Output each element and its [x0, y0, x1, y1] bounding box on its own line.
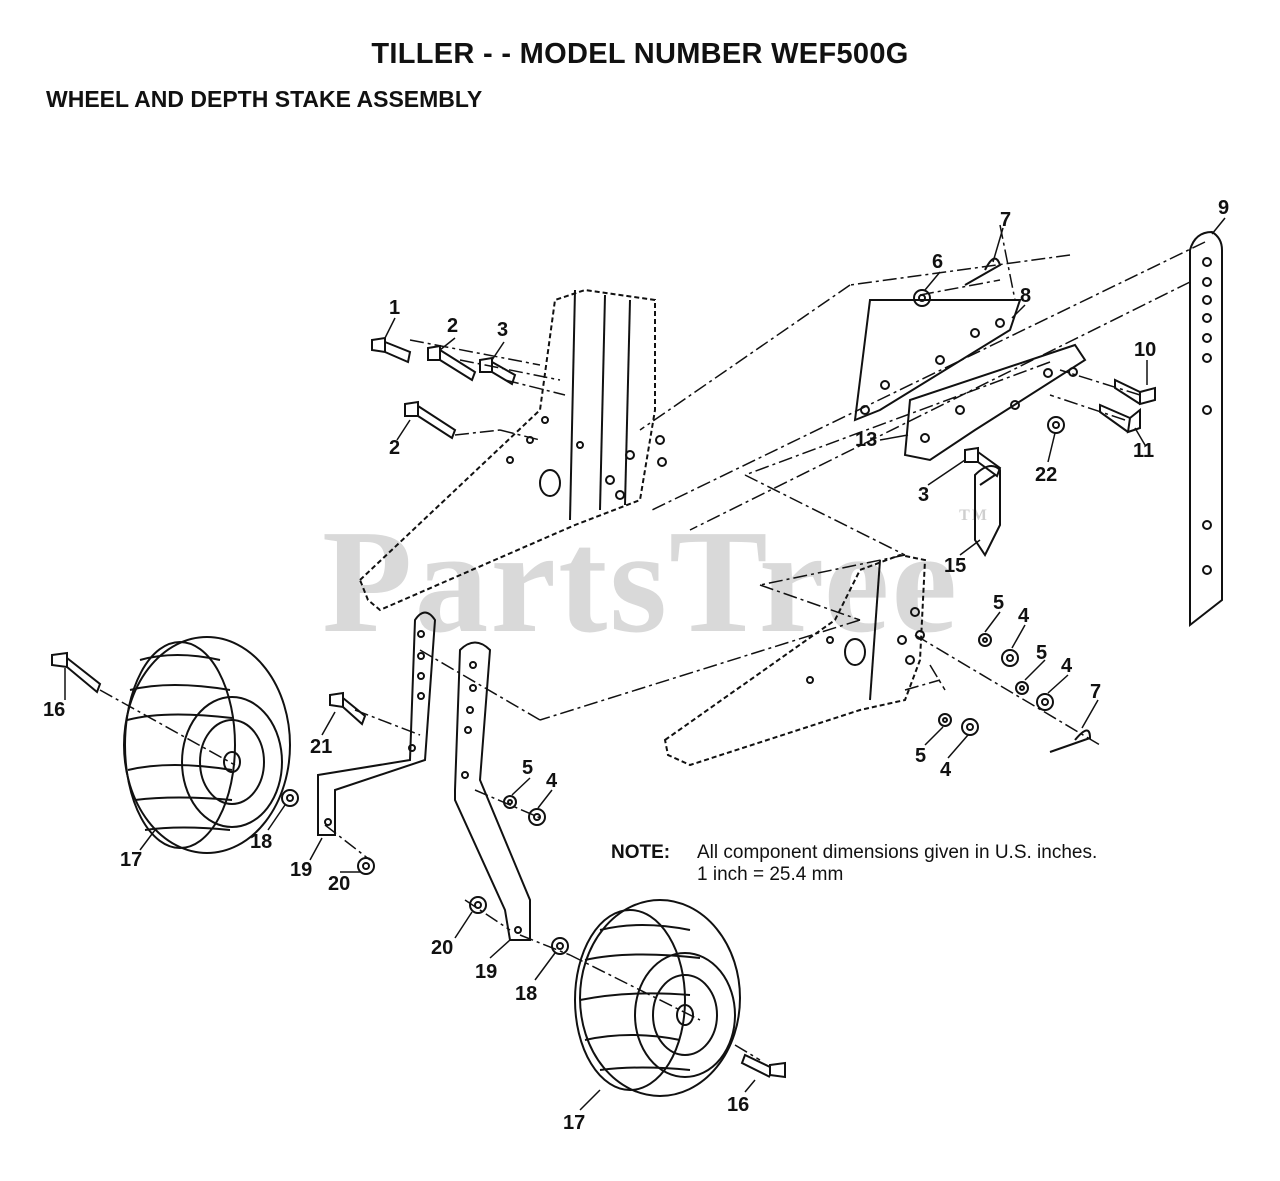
- callout-3: 3: [497, 319, 509, 341]
- callout-4: 4: [940, 759, 952, 781]
- callout-16: 16: [727, 1094, 750, 1116]
- bolts: [51, 336, 1156, 1079]
- callout-17: 17: [563, 1112, 586, 1134]
- page-subtitle: WHEEL AND DEPTH STAKE ASSEMBLY: [46, 86, 483, 112]
- dimension-note: NOTE: All component dimensions given in U…: [611, 842, 1097, 886]
- wheel-right: [574, 899, 741, 1097]
- callout-4: 4: [1061, 655, 1073, 677]
- assembly-lines: [99, 224, 1206, 1061]
- callout-5: 5: [915, 745, 927, 767]
- depth-stake: [1189, 230, 1223, 628]
- callout-5: 5: [993, 592, 1005, 614]
- callout-7: 7: [1000, 209, 1012, 231]
- callout-4: 4: [1018, 605, 1030, 627]
- callout-17: 17: [120, 849, 143, 871]
- callout-19: 19: [290, 859, 313, 881]
- washers-and-nuts: [281, 289, 1065, 955]
- callout-18: 18: [250, 831, 273, 853]
- right-frame-bracket: [663, 553, 927, 767]
- callout-6: 6: [932, 251, 944, 273]
- callout-8: 8: [1020, 285, 1032, 307]
- stake-lock-clip: [974, 465, 1001, 557]
- callout-11: 11: [1133, 440, 1155, 462]
- wheel-bracket-left: [317, 611, 437, 836]
- callout-1: 1: [389, 297, 401, 319]
- note-label: NOTE:: [611, 842, 671, 863]
- stake-bracket-lower: [903, 343, 1087, 462]
- stake-bracket-upper: [853, 299, 1022, 422]
- leader-lines: [64, 217, 1226, 1111]
- callout-22: 22: [1035, 464, 1058, 486]
- watermark: PartsTreeTM: [322, 507, 989, 657]
- callout-7: 7: [1090, 681, 1102, 703]
- callout-5: 5: [1036, 642, 1048, 664]
- callout-10: 10: [1134, 339, 1157, 361]
- page-title: TILLER - - MODEL NUMBER WEF500G: [371, 38, 909, 70]
- left-frame-bracket: [358, 288, 667, 612]
- callout-5: 5: [522, 757, 534, 779]
- callout-20: 20: [328, 873, 351, 895]
- callout-2: 2: [447, 315, 459, 337]
- callout-4: 4: [546, 770, 558, 792]
- watermark-text: PartsTree: [322, 500, 960, 664]
- wheel-left: [123, 636, 291, 854]
- callout-21: 21: [310, 736, 333, 758]
- callout-9: 9: [1218, 197, 1230, 219]
- callout-20: 20: [431, 937, 454, 959]
- note-line-1: All component dimensions given in U.S. i…: [697, 842, 1098, 863]
- note-line-2: 1 inch = 25.4 mm: [697, 864, 844, 885]
- callout-18: 18: [515, 983, 538, 1005]
- watermark-trademark: TM: [959, 507, 989, 524]
- wheel-bracket-right: [454, 641, 531, 941]
- callout-19: 19: [475, 961, 498, 983]
- callout-2: 2: [389, 437, 401, 459]
- callout-16: 16: [43, 699, 66, 721]
- callout-13: 13: [855, 429, 878, 451]
- callout-3: 3: [918, 484, 930, 506]
- callout-15: 15: [944, 555, 967, 577]
